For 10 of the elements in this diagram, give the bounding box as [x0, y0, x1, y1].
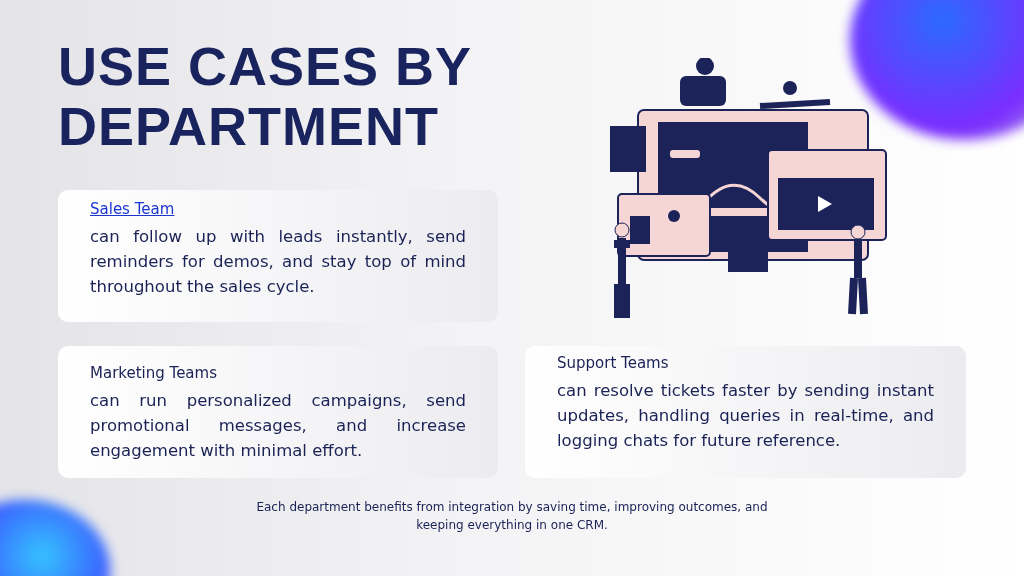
use-case-card	[58, 190, 498, 322]
use-case-card	[58, 346, 498, 478]
caption: Each department benefits from integration by saving time, improving outcomes, and keeping everything in one CRM.	[255, 499, 769, 534]
department-link: Sales Team	[90, 199, 175, 220]
card-heading: Support Teams	[557, 353, 669, 374]
slide-title: USE CASES BY DEPARTMENT	[58, 36, 473, 156]
card-text: can resolve tickets faster by sending instant updates, handling queries in real-time, and logging chats for future reference.	[557, 380, 934, 452]
card-text: can follow up with leads instantly, send reminders for demos, and stay top of mind throughout the sales cycle.	[90, 226, 466, 298]
card-text: can run personalized campaigns, send promotional messages, and increase engagement with minimal effort.	[90, 390, 466, 462]
card-heading: Marketing Teams	[90, 363, 217, 384]
